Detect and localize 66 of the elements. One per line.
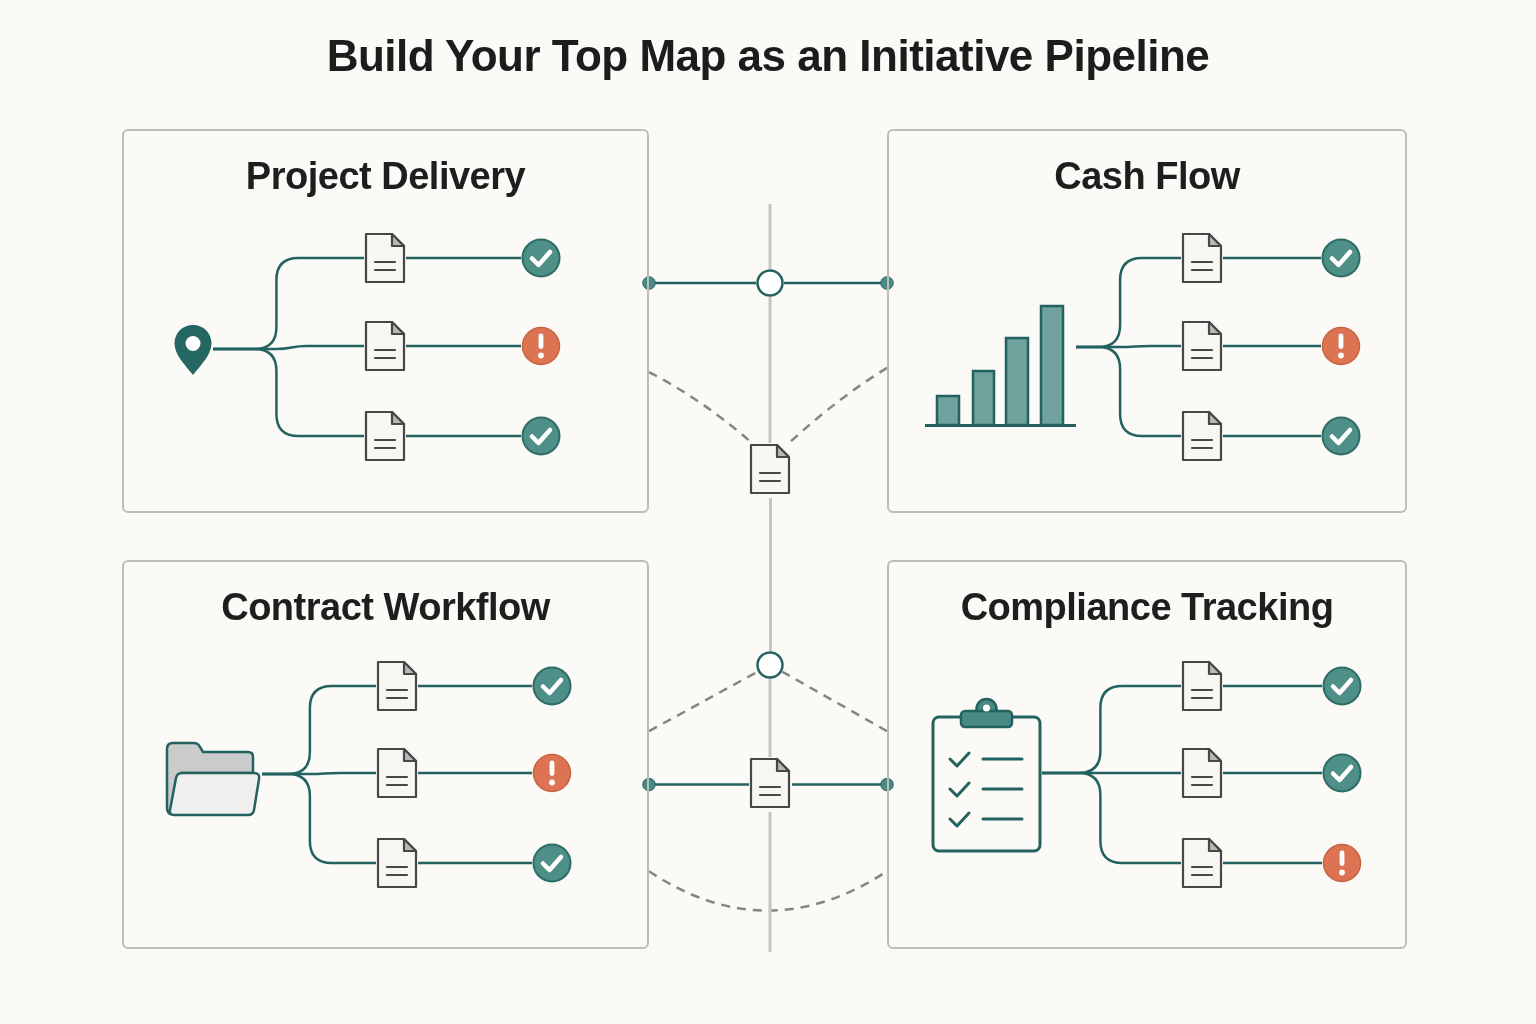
connector-line (1223, 684, 1322, 688)
connector-line (768, 204, 772, 269)
check-icon (1322, 666, 1362, 706)
exclamation-icon (521, 326, 561, 366)
connector-line (768, 812, 772, 952)
exclamation-icon (532, 753, 572, 793)
connector-line (1223, 861, 1322, 865)
bar-chart-icon (925, 304, 1076, 427)
document-icon (364, 232, 406, 284)
document-icon (1181, 837, 1223, 889)
document-icon (1181, 747, 1223, 799)
panel-card (122, 560, 649, 949)
connector-line (784, 276, 894, 290)
connector-line (406, 344, 521, 348)
check-icon (1321, 416, 1361, 456)
connector-line (1223, 771, 1322, 775)
folder-icon (164, 740, 262, 818)
check-icon (521, 238, 561, 278)
panel-heading: Cash Flow (1054, 154, 1240, 199)
connector-line (406, 256, 521, 260)
connector-line (262, 772, 376, 865)
panel-heading: Contract Workflow (221, 585, 550, 630)
diagram-title: Build Your Top Map as an Initiative Pipeline (326, 30, 1210, 82)
dashed-connector (781, 670, 888, 733)
panel-card (122, 129, 649, 513)
document-icon (1181, 232, 1223, 284)
check-icon (532, 843, 572, 883)
connector-line (1076, 345, 1181, 438)
exclamation-icon (1322, 843, 1362, 883)
document-icon (376, 660, 418, 712)
connector-line (418, 861, 532, 865)
connector-line (1223, 434, 1321, 438)
connector-line (1042, 771, 1181, 865)
clipboard-checklist-icon (931, 697, 1042, 853)
connector-line (642, 777, 749, 792)
connector-line (213, 347, 364, 438)
panel-heading: Project Delivery (245, 154, 526, 199)
check-icon (521, 416, 561, 456)
connector-line (642, 276, 756, 290)
connector-line (1223, 256, 1321, 260)
exclamation-icon (1321, 326, 1361, 366)
document-icon (376, 747, 418, 799)
panel-card (887, 560, 1407, 949)
ring-icon (756, 269, 784, 297)
connector-line (418, 771, 532, 775)
connector-line (768, 679, 772, 757)
document-icon (376, 837, 418, 889)
connector-line (768, 297, 772, 443)
check-icon (532, 666, 572, 706)
dashed-connector (788, 366, 888, 444)
panel-card (887, 129, 1407, 513)
document-icon (1181, 320, 1223, 372)
document-icon (364, 320, 406, 372)
connector-line (406, 434, 521, 438)
document-icon (364, 410, 406, 462)
connector-line (769, 498, 772, 651)
check-icon (1322, 753, 1362, 793)
connector-line (418, 684, 532, 688)
panel-heading: Compliance Tracking (960, 585, 1334, 630)
check-icon (1321, 238, 1361, 278)
connector-line (792, 777, 894, 792)
document-icon (1181, 410, 1223, 462)
connector-line (1223, 344, 1321, 348)
map-pin-icon (173, 324, 213, 376)
ring-icon (756, 651, 784, 679)
document-icon (1181, 660, 1223, 712)
